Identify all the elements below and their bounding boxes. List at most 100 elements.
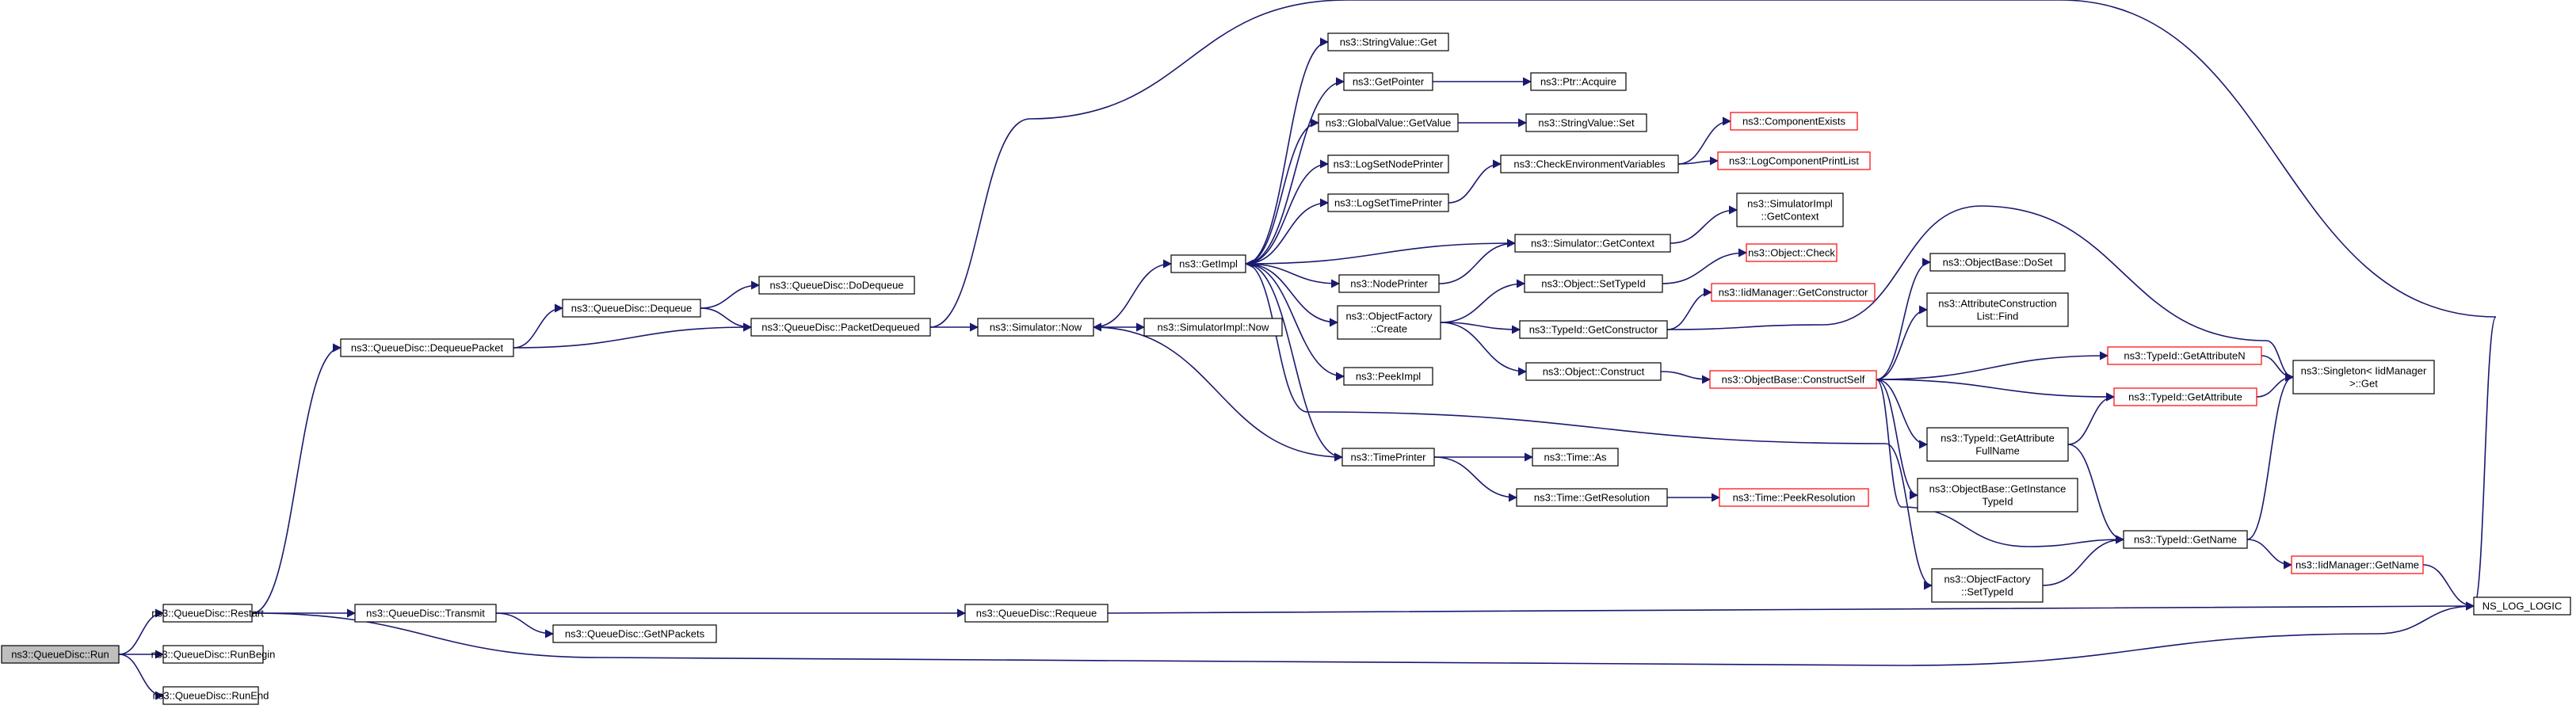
node-packetdequeued[interactable]: ns3::QueueDisc::PacketDequeued [750, 318, 931, 337]
node-box[interactable] [1, 645, 120, 664]
node-stringvalueget[interactable]: ns3::StringValue::Get [1327, 32, 1449, 51]
node-box[interactable] [162, 645, 264, 664]
node-box[interactable] [1709, 370, 1877, 389]
node-runend[interactable]: ns3::QueueDisc::RunEnd [153, 686, 269, 705]
node-box[interactable] [1343, 72, 1433, 91]
node-iidgetname[interactable]: ns3::IidManager::GetName [2291, 555, 2424, 574]
node-objfactorysettypeid[interactable]: ns3::ObjectFactory::SetTypeId [1931, 568, 2044, 603]
node-ptracquire[interactable]: ns3::Ptr::Acquire [1530, 72, 1627, 91]
node-box[interactable] [1532, 448, 1619, 467]
node-dequeue[interactable]: ns3::QueueDisc::Dequeue [562, 299, 701, 318]
node-getnpackets[interactable]: ns3::QueueDisc::GetNPackets [552, 624, 717, 643]
node-box[interactable] [964, 604, 1109, 623]
node-box[interactable] [1170, 254, 1246, 273]
node-box[interactable] [162, 604, 253, 623]
node-typeidgetname[interactable]: ns3::TypeId::GetName [2123, 530, 2248, 549]
node-box[interactable] [354, 604, 497, 623]
node-singleton[interactable]: ns3::Singleton< IidManager >::Get [2292, 360, 2435, 395]
node-getattribute[interactable]: ns3::TypeId::GetAttribute [2113, 387, 2257, 406]
node-logcomplist[interactable]: ns3::LogComponentPrintList [1717, 151, 1871, 170]
node-box[interactable] [1516, 488, 1668, 507]
node-lognodeprinter[interactable]: ns3::LogSetNodePrinter [1327, 154, 1449, 173]
node-iidgetconstructor[interactable]: ns3::IidManager::GetConstructor [1711, 283, 1876, 302]
node-box[interactable] [2291, 555, 2424, 574]
node-timegetres[interactable]: ns3::Time::GetResolution [1516, 488, 1668, 507]
node-box[interactable] [1524, 274, 1663, 293]
node-objsettypeid[interactable]: ns3::Object::SetTypeId [1524, 274, 1663, 293]
node-dodequeue[interactable]: ns3::QueueDisc::DoDequeue [758, 276, 915, 295]
node-box[interactable] [1717, 151, 1871, 170]
node-box[interactable] [2292, 360, 2435, 395]
node-box[interactable] [1711, 283, 1876, 302]
node-simimplgetcontext[interactable]: ns3::SimulatorImpl::GetContext [1736, 192, 1844, 227]
node-box[interactable] [1525, 362, 1662, 381]
node-box[interactable] [1500, 154, 1679, 173]
node-box[interactable] [1327, 193, 1449, 212]
node-box[interactable] [1327, 154, 1449, 173]
node-box[interactable] [1929, 253, 2066, 272]
node-globalvalue[interactable]: ns3::GlobalValue::GetValue [1318, 113, 1459, 132]
node-simimplnow[interactable]: ns3::SimulatorImpl::Now [1143, 318, 1283, 337]
node-nodeprinter[interactable]: ns3::NodePrinter [1338, 274, 1440, 293]
node-box[interactable] [2107, 346, 2262, 365]
node-logtimeprinter[interactable]: ns3::LogSetTimePrinter [1327, 193, 1449, 212]
node-constructself[interactable]: ns3::ObjectBase::ConstructSelf [1709, 370, 1877, 389]
node-stringvalueset[interactable]: ns3::StringValue::Set [1525, 113, 1647, 132]
node-box[interactable] [977, 318, 1094, 337]
node-timepeekres[interactable]: ns3::Time::PeekResolution [1719, 488, 1869, 507]
node-box[interactable] [1519, 320, 1668, 339]
node-nsloglogic[interactable]: NS_LOG_LOGIC [2473, 597, 2571, 616]
node-getpointer[interactable]: ns3::GetPointer [1343, 72, 1433, 91]
node-box[interactable] [1926, 292, 2069, 327]
node-requeue[interactable]: ns3::QueueDisc::Requeue [964, 604, 1109, 623]
node-objconstruct[interactable]: ns3::Object::Construct [1525, 362, 1662, 381]
node-typeidgetconstructor[interactable]: ns3::TypeId::GetConstructor [1519, 320, 1668, 339]
node-box[interactable] [758, 276, 915, 295]
node-checkenv[interactable]: ns3::CheckEnvironmentVariables [1500, 154, 1679, 173]
node-simgetcontext[interactable]: ns3::Simulator::GetContext [1514, 234, 1671, 253]
node-box[interactable] [562, 299, 701, 318]
node-box[interactable] [1143, 318, 1283, 337]
node-box[interactable] [162, 686, 259, 705]
node-getimpl[interactable]: ns3::GetImpl [1170, 254, 1246, 273]
node-box[interactable] [552, 624, 717, 643]
node-getattributen[interactable]: ns3::TypeId::GetAttributeN [2107, 346, 2262, 365]
node-box[interactable] [750, 318, 931, 337]
node-box[interactable] [1736, 192, 1844, 227]
node-box[interactable] [1337, 305, 1441, 340]
node-box[interactable] [1730, 112, 1858, 131]
node-peekimpl[interactable]: ns3::PeekImpl [1343, 367, 1433, 386]
node-box[interactable] [1530, 72, 1627, 91]
node-box[interactable] [1343, 367, 1433, 386]
node-objbasedoset[interactable]: ns3::ObjectBase::DoSet [1929, 253, 2066, 272]
node-box[interactable] [1931, 568, 2044, 603]
node-simnow[interactable]: ns3::Simulator::Now [977, 318, 1094, 337]
node-componentexists[interactable]: ns3::ComponentExists [1730, 112, 1858, 131]
node-restart[interactable]: ns3::QueueDisc::Restart [151, 604, 264, 623]
node-timeprinter[interactable]: ns3::TimePrinter [1341, 448, 1435, 467]
node-box[interactable] [2113, 387, 2257, 406]
node-box[interactable] [340, 338, 514, 357]
node-box[interactable] [1917, 478, 2078, 513]
node-dequeuepacket[interactable]: ns3::QueueDisc::DequeuePacket [340, 338, 514, 357]
node-box[interactable] [1746, 243, 1838, 262]
node-box[interactable] [2473, 597, 2571, 616]
node-timeas[interactable]: ns3::Time::As [1532, 448, 1619, 467]
node-box[interactable] [1318, 113, 1459, 132]
node-runbegin[interactable]: ns3::QueueDisc::RunBegin [151, 645, 276, 664]
node-box[interactable] [1719, 488, 1869, 507]
node-box[interactable] [1525, 113, 1647, 132]
node-objfactorycreate[interactable]: ns3::ObjectFactory::Create [1337, 305, 1441, 340]
node-box[interactable] [1327, 32, 1449, 51]
node-box[interactable] [1341, 448, 1435, 467]
node-box[interactable] [1338, 274, 1440, 293]
node-run[interactable]: ns3::QueueDisc::Run [1, 645, 120, 664]
node-box[interactable] [1926, 427, 2069, 462]
node-box[interactable] [1514, 234, 1671, 253]
node-transmit[interactable]: ns3::QueueDisc::Transmit [354, 604, 497, 623]
node-box[interactable] [2123, 530, 2248, 549]
node-objcheck[interactable]: ns3::Object::Check [1746, 243, 1838, 262]
